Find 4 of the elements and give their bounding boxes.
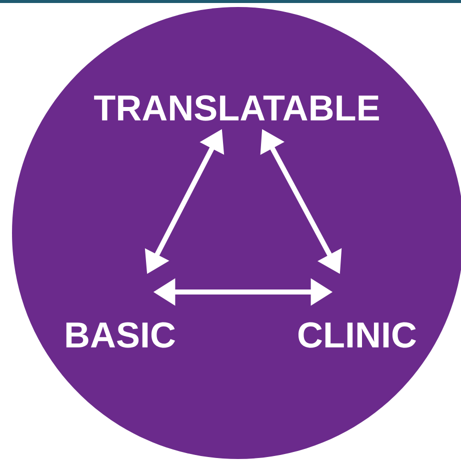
label-text: TRANSLATABLE	[94, 95, 379, 121]
label-text: CLINIC	[298, 322, 416, 348]
label-text: BASIC	[66, 322, 175, 348]
circle-background	[12, 7, 461, 459]
